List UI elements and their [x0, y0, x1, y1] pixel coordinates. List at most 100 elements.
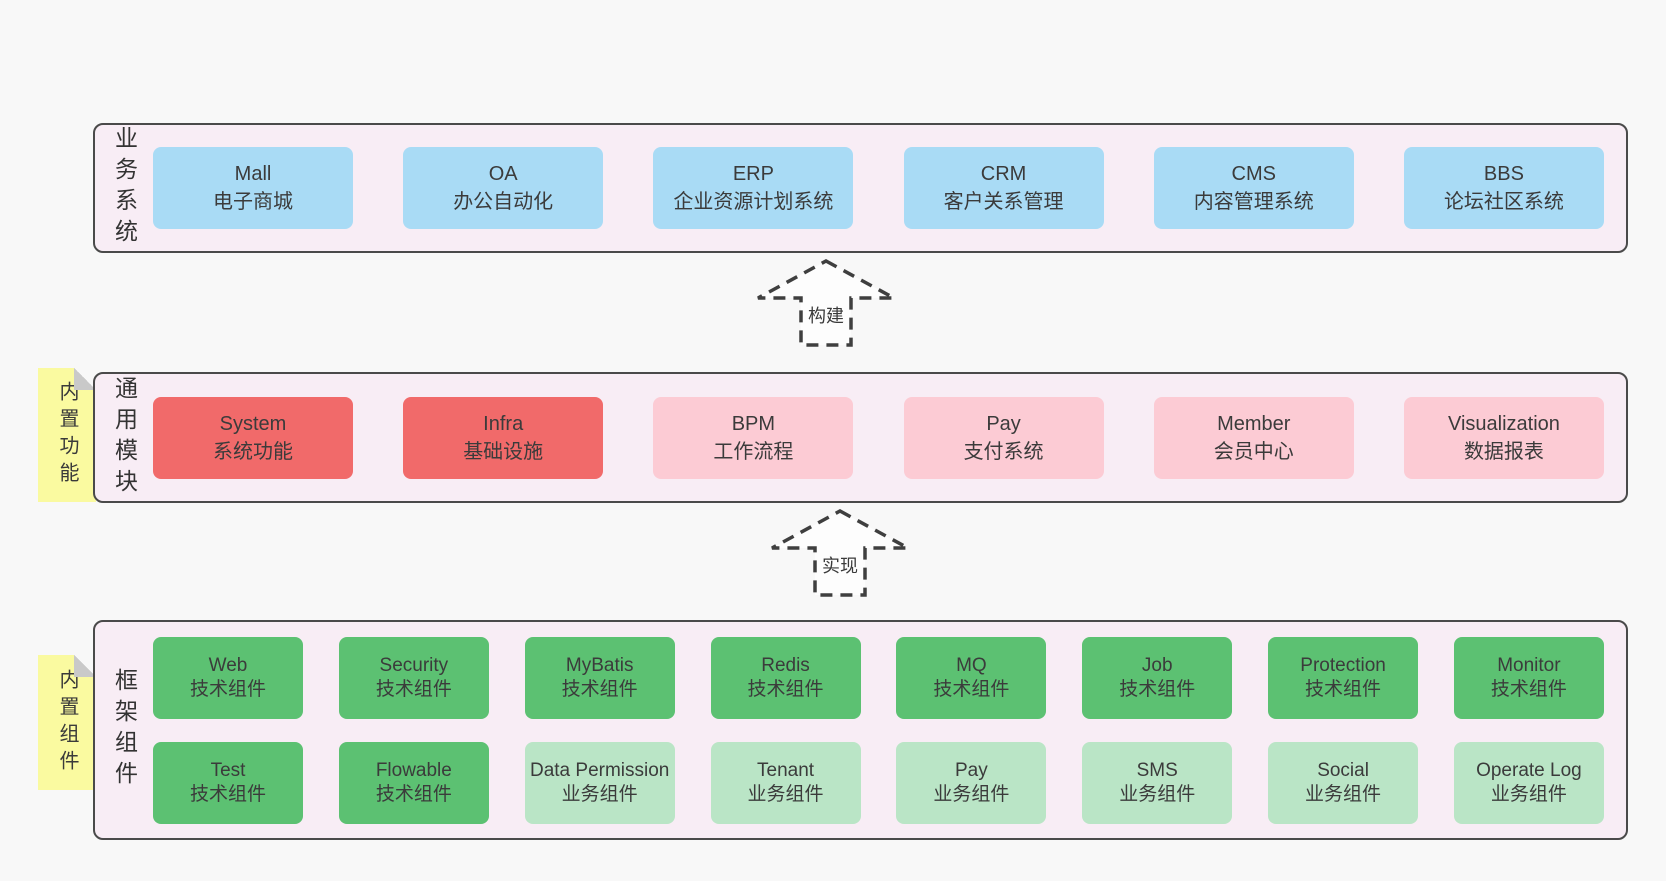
box-title: Test [210, 759, 246, 781]
box-title: Operate Log [1476, 759, 1582, 781]
box-subtitle: 业务组件 [561, 783, 638, 805]
component-row-1: Web 技术组件 Security 技术组件 MyBatis 技术组件 Redi… [153, 636, 1604, 719]
box-title: MQ [956, 654, 987, 676]
arrow-label: 实现 [822, 556, 858, 576]
box-sms: SMS 业务组件 [1082, 741, 1233, 824]
box-redis: Redis 技术组件 [710, 636, 861, 719]
band-label: 业务系统 [95, 125, 153, 251]
box-subtitle: 技术组件 [375, 678, 452, 700]
box-subtitle: 电子商城 [213, 191, 293, 213]
box-mq: MQ 技术组件 [896, 636, 1047, 719]
box-subtitle: 企业资源计划系统 [673, 191, 834, 213]
box-data-permission: Data Permission 业务组件 [524, 741, 675, 824]
box-web: Web 技术组件 [153, 636, 303, 719]
box-visualization: Visualization 数据报表 [1403, 396, 1604, 479]
box-title: OA [488, 163, 518, 185]
box-operate-log: Operate Log 业务组件 [1453, 741, 1604, 824]
box-subtitle: 技术组件 [189, 678, 266, 700]
band-label-text: 业务系统 [111, 126, 138, 250]
box-system: System 系统功能 [153, 396, 353, 479]
box-subtitle: 内容管理系统 [1193, 191, 1314, 213]
band-common-modules: 通用模块 System 系统功能 Infra 基础设施 BPM 工作流程 Pay… [93, 372, 1628, 503]
box-subtitle: 技术组件 [1119, 678, 1196, 700]
box-erp: ERP 企业资源计划系统 [653, 147, 854, 229]
box-title: Tenant [757, 759, 815, 781]
box-subtitle: 基础设施 [463, 440, 544, 463]
box-title: ERP [732, 163, 774, 185]
box-subtitle: 技术组件 [375, 783, 452, 805]
box-title: Monitor [1497, 654, 1561, 676]
box-title: Pay [955, 759, 988, 781]
box-subtitle: 数据报表 [1463, 440, 1544, 463]
box-job: Job 技术组件 [1082, 636, 1233, 719]
box-title: BBS [1483, 163, 1524, 185]
box-subtitle: 业务组件 [1490, 783, 1567, 805]
box-title: Pay [986, 412, 1021, 435]
band-business-systems: 业务系统 Mall 电子商城 OA 办公自动化 ERP 企业资源计划系统 CRM… [93, 123, 1628, 253]
box-test: Test 技术组件 [153, 741, 303, 824]
box-title: System [219, 412, 287, 435]
box-subtitle: 业务组件 [933, 783, 1010, 805]
band-label: 通用模块 [95, 374, 153, 501]
box-mall: Mall 电子商城 [153, 147, 353, 229]
box-title: MyBatis [565, 654, 634, 676]
box-subtitle: 技术组件 [1490, 678, 1567, 700]
band-label: 框架组件 [95, 622, 153, 838]
dashed-up-arrow-implement: 实现 [768, 508, 912, 598]
dashed-up-arrow-build: 构建 [754, 258, 898, 348]
box-title: Member [1217, 412, 1291, 435]
box-title: Infra [483, 412, 524, 435]
box-title: Data Permission [529, 759, 670, 781]
box-title: Social [1317, 759, 1369, 781]
box-subtitle: 业务组件 [1119, 783, 1196, 805]
box-member: Member 会员中心 [1153, 396, 1354, 479]
box-title: Web [208, 654, 248, 676]
box-protection: Protection 技术组件 [1268, 636, 1419, 719]
box-social: Social 业务组件 [1268, 741, 1419, 824]
box-mybatis: MyBatis 技术组件 [524, 636, 675, 719]
box-title: Redis [761, 654, 810, 676]
component-row-2: Test 技术组件 Flowable 技术组件 Data Permission … [153, 741, 1604, 824]
folded-corner-icon [74, 655, 96, 677]
sticky-note-label: 内置组件 [56, 668, 78, 777]
box-security: Security 技术组件 [338, 636, 489, 719]
box-subtitle: 客户关系管理 [943, 191, 1064, 213]
box-title: Flowable [375, 759, 452, 781]
box-title: Job [1141, 654, 1173, 676]
box-title: Mall [234, 163, 272, 185]
box-subtitle: 技术组件 [189, 783, 266, 805]
band-boxes: Web 技术组件 Security 技术组件 MyBatis 技术组件 Redi… [153, 622, 1626, 838]
box-bbs: BBS 论坛社区系统 [1403, 147, 1604, 229]
box-subtitle: 支付系统 [963, 440, 1044, 463]
box-title: SMS [1136, 759, 1178, 781]
band-label-text: 框架组件 [111, 668, 138, 792]
box-pay-module: Pay 支付系统 [903, 396, 1104, 479]
band-boxes: Mall 电子商城 OA 办公自动化 ERP 企业资源计划系统 CRM 客户关系… [153, 125, 1626, 251]
box-bpm: BPM 工作流程 [653, 396, 854, 479]
box-infra: Infra 基础设施 [403, 396, 604, 479]
band-label-text: 通用模块 [111, 375, 138, 500]
box-title: Protection [1300, 654, 1386, 676]
box-pay-component: Pay 业务组件 [896, 741, 1047, 824]
arrow-label: 构建 [808, 306, 844, 326]
box-title: Security [379, 654, 449, 676]
box-oa: OA 办公自动化 [403, 147, 604, 229]
box-subtitle: 系统功能 [213, 440, 293, 463]
box-title: CRM [980, 163, 1027, 185]
box-title: CMS [1231, 163, 1276, 185]
box-subtitle: 工作流程 [713, 440, 794, 463]
box-crm: CRM 客户关系管理 [903, 147, 1104, 229]
sticky-note-built-in-components: 内置组件 [38, 655, 96, 790]
box-subtitle: 业务组件 [1305, 783, 1382, 805]
box-subtitle: 技术组件 [561, 678, 638, 700]
band-framework-components: 框架组件 Web 技术组件 Security 技术组件 MyBatis 技术组件… [93, 620, 1628, 840]
box-subtitle: 办公自动化 [453, 191, 554, 213]
box-tenant: Tenant 业务组件 [710, 741, 861, 824]
band-boxes: System 系统功能 Infra 基础设施 BPM 工作流程 Pay 支付系统… [153, 374, 1626, 501]
box-subtitle: 会员中心 [1213, 440, 1294, 463]
sticky-note-built-in-features: 内置功能 [38, 368, 96, 502]
box-cms: CMS 内容管理系统 [1153, 147, 1354, 229]
up-arrow-icon [757, 259, 895, 347]
folded-corner-icon [74, 368, 96, 390]
box-subtitle: 技术组件 [933, 678, 1010, 700]
